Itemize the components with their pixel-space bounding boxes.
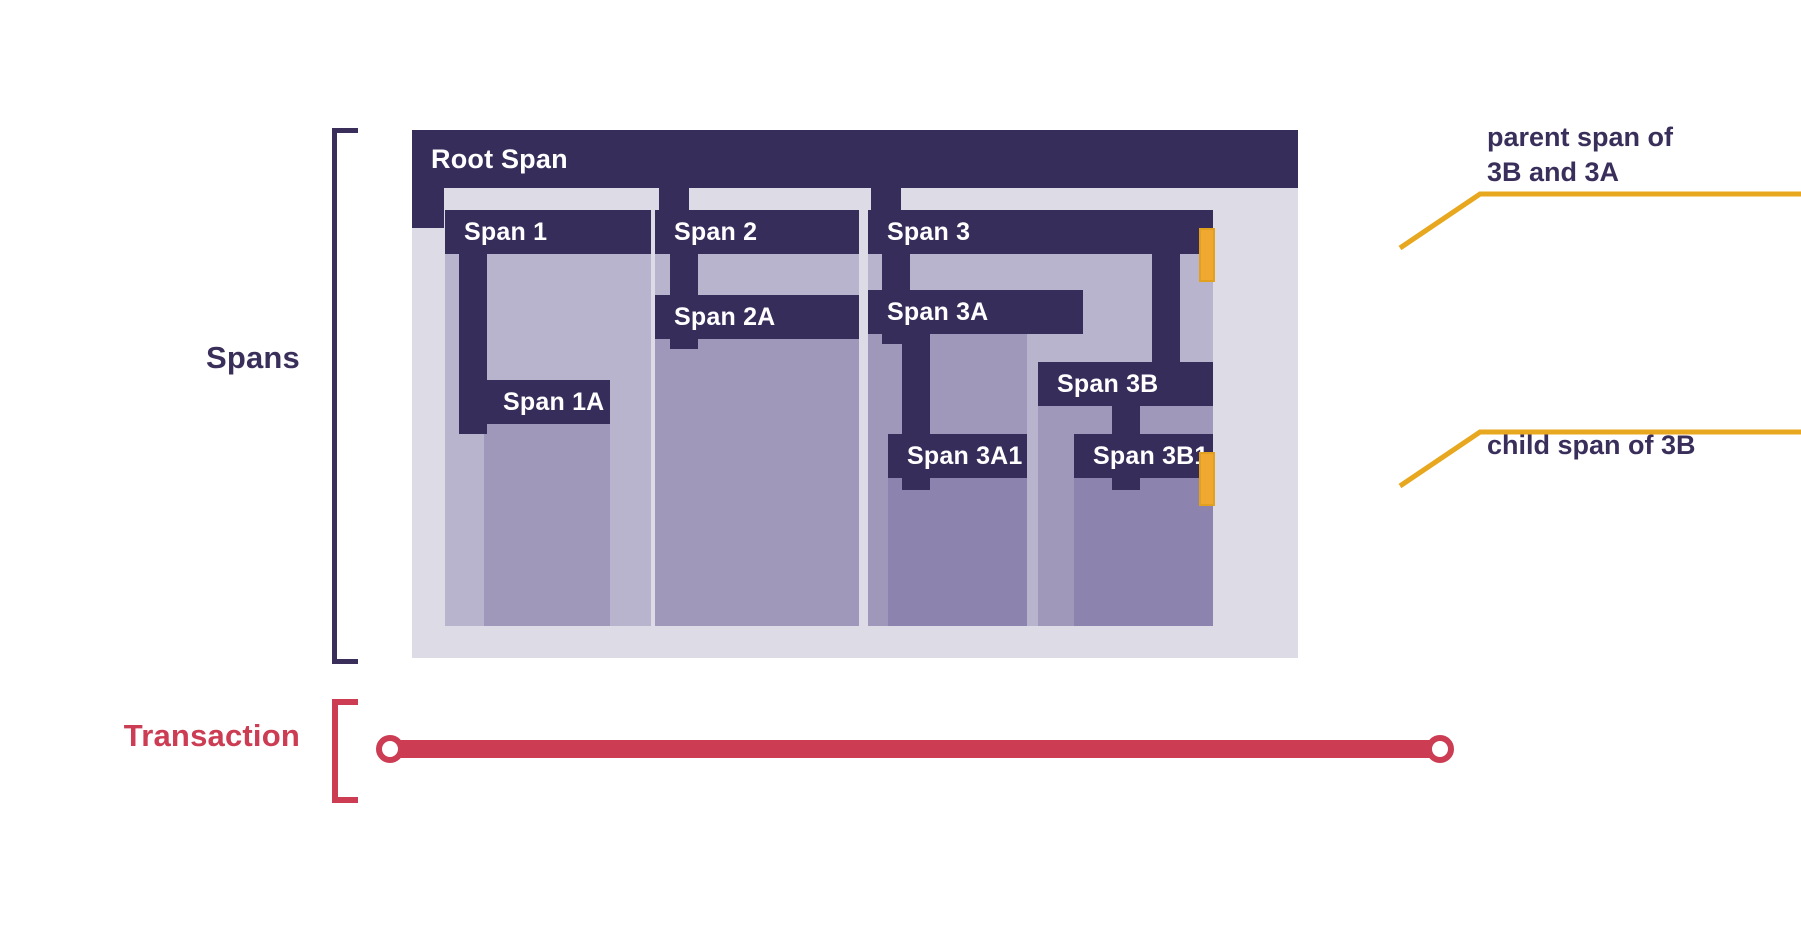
spans-diagram: Root Span Span 1 Span 1A Span 2 Span 2A … <box>412 130 1418 658</box>
span-label-span-1: Span 1 <box>464 217 548 246</box>
span-bar-span-3a1[interactable]: Span 3A1 <box>888 434 1027 478</box>
span-label-span-3b: Span 3B <box>1057 369 1159 398</box>
stem-span-3-to-3b <box>1152 254 1180 374</box>
highlight-marker-span-3b1 <box>1199 452 1215 506</box>
transaction-timeline-bar <box>390 740 1450 758</box>
span-label-span-3b1: Span 3B1 <box>1093 441 1209 470</box>
span-label-span-3a: Span 3A <box>887 297 989 326</box>
span-bar-span-1a[interactable]: Span 1A <box>484 380 610 424</box>
highlight-marker-span-3 <box>1199 228 1215 282</box>
leader-line-child <box>1398 429 1801 489</box>
span-bar-span-2a[interactable]: Span 2A <box>655 295 859 339</box>
span-label-span-2a: Span 2A <box>674 302 776 331</box>
span-label-root: Root Span <box>431 143 568 174</box>
span-bar-span-2[interactable]: Span 2 <box>655 210 859 254</box>
stem-root-to-span-1 <box>412 188 444 228</box>
callout-parent-span: parent span of 3B and 3A <box>1487 122 1674 187</box>
block-span-2a <box>655 337 859 626</box>
transaction-section-label: Transaction <box>123 718 300 753</box>
spans-bracket <box>332 128 358 664</box>
span-bar-span-1[interactable]: Span 1 <box>445 210 651 254</box>
transaction-bracket <box>332 699 358 803</box>
block-span-1a <box>484 422 610 626</box>
leader-line-parent <box>1398 191 1801 251</box>
block-span-3a <box>868 332 1027 626</box>
span-bar-span-3b[interactable]: Span 3B <box>1038 362 1213 406</box>
span-bar-span-3a[interactable]: Span 3A <box>868 290 1083 334</box>
transaction-end-dot <box>1426 735 1454 763</box>
callout-child-span: child span of 3B <box>1487 430 1696 460</box>
block-span-3b1 <box>1074 478 1213 626</box>
span-label-span-3a1: Span 3A1 <box>907 441 1023 470</box>
span-label-span-3: Span 3 <box>887 217 971 246</box>
span-label-span-2: Span 2 <box>674 217 758 246</box>
spans-section-label: Spans <box>205 340 300 375</box>
span-label-span-1a: Span 1A <box>503 387 605 416</box>
stem-span-1-to-1a <box>459 254 487 434</box>
transaction-start-dot <box>376 735 404 763</box>
span-bar-span-3b1[interactable]: Span 3B1 <box>1074 434 1213 478</box>
span-bar-span-3[interactable]: Span 3 <box>868 210 1213 254</box>
span-bar-root[interactable]: Root Span <box>412 130 1298 188</box>
block-span-3a1 <box>888 478 1027 626</box>
